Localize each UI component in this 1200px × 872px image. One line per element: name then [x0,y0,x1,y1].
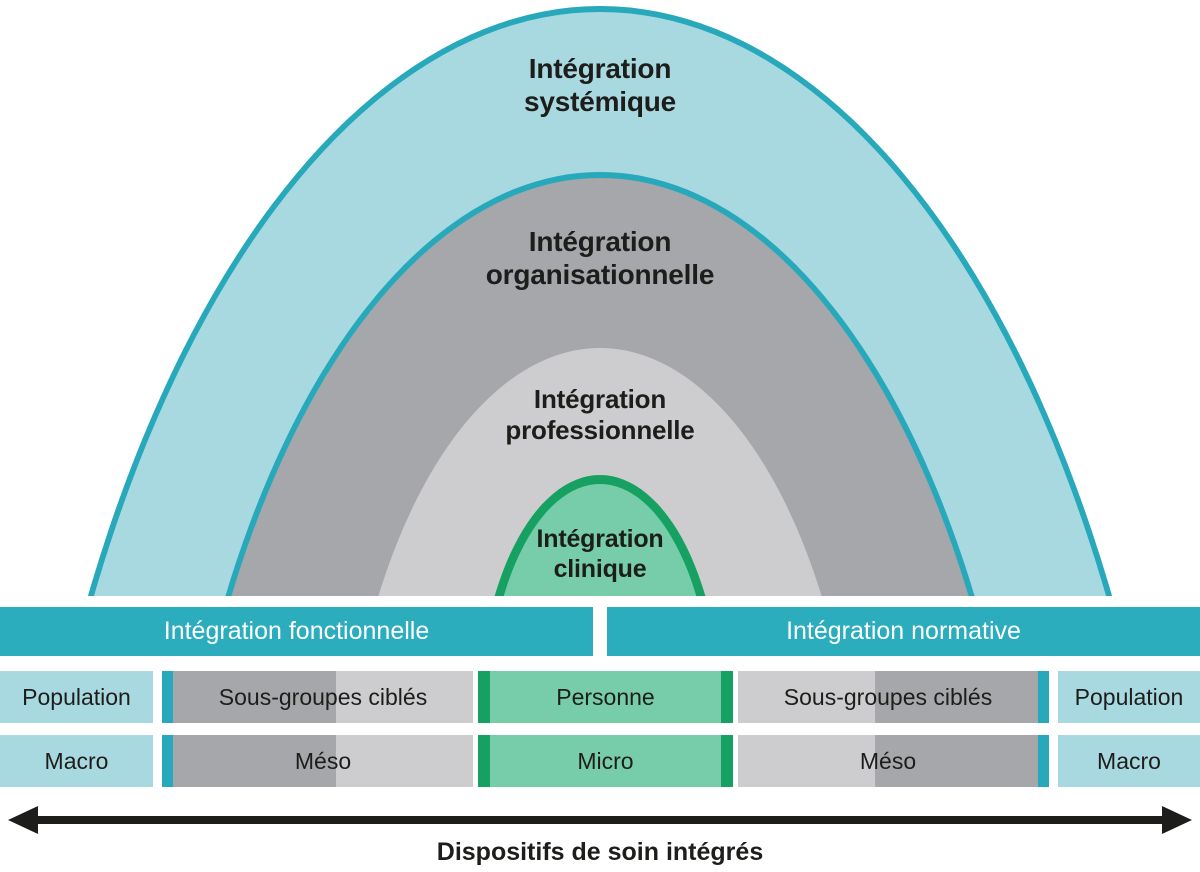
cell-gap [153,671,162,723]
cell-population-right[interactable]: Population [1058,671,1200,723]
cell-sous-groupes-left-label: Sous-groupes ciblés [218,683,428,710]
integration-bands-row: Intégration fonctionnelle Intégration no… [0,607,1200,656]
cell-half-dark [173,671,336,723]
cell-gap [153,735,162,787]
cell-sous-groupes-right-label: Sous-groupes ciblés [783,683,993,710]
band-integration-fonctionnelle[interactable]: Intégration fonctionnelle [0,607,593,656]
cell-half-dark [875,735,1038,787]
cell-meso-left-label: Méso [294,747,352,774]
target-population-row: Population Sous-groupes ciblés Personne … [0,671,1200,723]
cell-gap [1049,671,1058,723]
cell-half-dark [875,671,1038,723]
cell-meso-right[interactable]: Méso [738,735,1038,787]
edge-stripe-teal-left [162,671,173,723]
cell-micro[interactable]: Micro [490,735,721,787]
cell-sous-groupes-right[interactable]: Sous-groupes ciblés [738,671,1038,723]
cell-meso-right-label: Méso [859,747,917,774]
label-integration-clinique: Intégration clinique [536,525,664,583]
diagram-caption: Dispositifs de soin intégrés [436,838,764,866]
edge-stripe-green-left [478,671,490,723]
edge-stripe-green-right [721,671,733,723]
cell-gap [473,735,478,787]
cell-sous-groupes-left[interactable]: Sous-groupes ciblés [173,671,473,723]
cell-half-light [738,735,875,787]
cell-half-light [738,671,875,723]
cell-half-light [336,671,473,723]
cell-gap [1049,735,1058,787]
cell-half-dark [173,735,336,787]
cell-gap [733,735,738,787]
nested-semicircles: Intégration systémique Intégration organ… [8,6,1192,596]
cell-macro-right[interactable]: Macro [1058,735,1200,787]
cell-gap [473,671,478,723]
band-gap [593,607,607,656]
edge-stripe-teal-right [1038,735,1049,787]
cell-meso-left[interactable]: Méso [173,735,473,787]
edge-stripe-green-right [721,735,733,787]
scale-row: Macro Méso Micro Méso Macro [0,735,1200,787]
label-integration-organisationnelle: Intégration organisationnelle [485,226,715,291]
label-integration-professionnelle: Intégration professionnelle [505,384,695,445]
edge-stripe-teal-right [1038,671,1049,723]
label-integration-systemique: Intégration systémique [523,53,677,118]
cell-population-left[interactable]: Population [0,671,153,723]
edge-stripe-green-left [478,735,490,787]
cell-half-light [336,735,473,787]
bidirectional-arrow-icon [8,806,1192,834]
cell-macro-left[interactable]: Macro [0,735,153,787]
band-integration-normative[interactable]: Intégration normative [607,607,1200,656]
cell-gap [733,671,738,723]
cell-personne[interactable]: Personne [490,671,721,723]
edge-stripe-teal-left [162,735,173,787]
